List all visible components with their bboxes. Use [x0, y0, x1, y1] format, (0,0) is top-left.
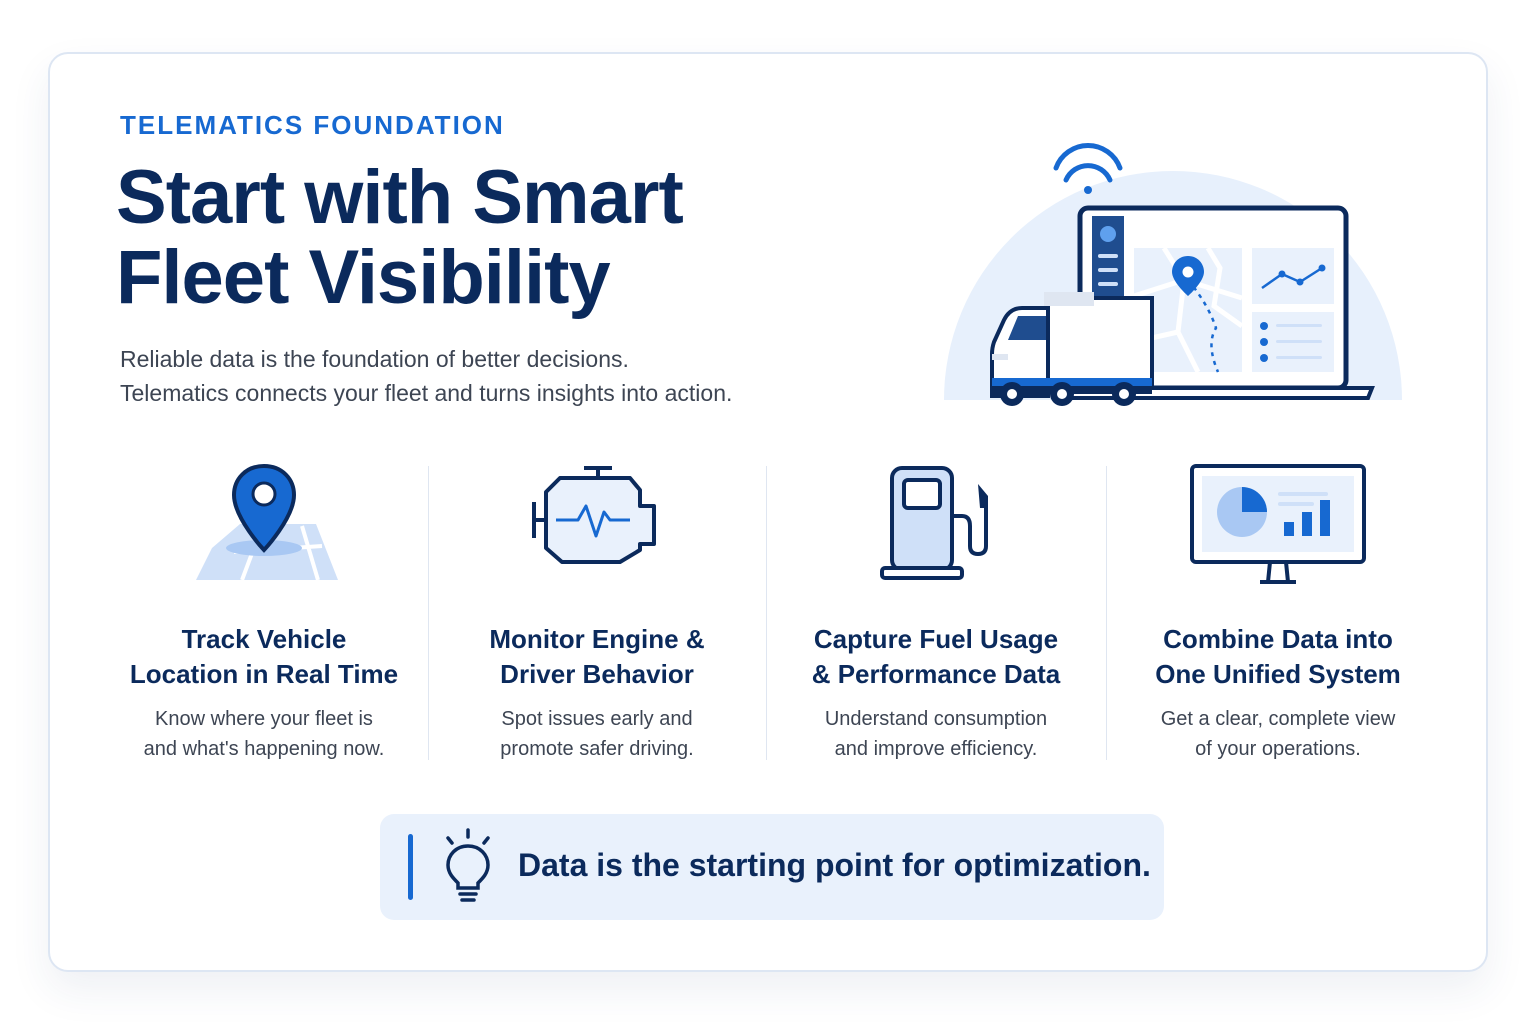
feature-heading: Combine Data into One Unified System	[1108, 622, 1448, 692]
page-title-line-2: Fleet Visibility	[116, 235, 611, 320]
page-title: Start with Smart Fleet Visibility	[116, 155, 684, 320]
hero-illustration	[944, 142, 1402, 406]
eyebrow-label: TELEMATICS FOUNDATION	[120, 110, 505, 140]
feature-description: Know where your fleet is and what's happ…	[102, 704, 426, 764]
feature-divider	[1106, 466, 1107, 760]
feature-heading-line-2: One Unified System	[1155, 659, 1401, 689]
feature-description: Get a clear, complete view of your opera…	[1108, 704, 1448, 764]
delivery-truck-icon	[990, 292, 1154, 406]
feature-description-line-1: Understand consumption	[824, 708, 1048, 730]
feature-divider	[766, 466, 767, 760]
fuel-pump-icon	[880, 466, 988, 580]
feature-description: Understand consumption and improve effic…	[768, 704, 1104, 764]
feature-heading-line-1: Combine Data into	[1163, 624, 1393, 654]
feature-heading-line-1: Capture Fuel Usage	[813, 624, 1059, 654]
monitor-analytics-icon	[1190, 464, 1366, 584]
feature-heading-line-2: Driver Behavior	[500, 659, 694, 689]
feature-unified-system: Combine Data into One Unified System Get…	[1108, 462, 1448, 762]
feature-heading-line-1: Monitor Engine &	[489, 624, 705, 654]
feature-description-line-1: Spot issues early and	[501, 708, 693, 730]
page-title-line-1: Start with Smart	[116, 155, 684, 240]
infographic-card: TELEMATICS FOUNDATION Start with Smart F…	[48, 52, 1488, 972]
intro-text: Reliable data is the foundation of bette…	[120, 342, 732, 410]
feature-description-line-1: Know where your fleet is	[155, 708, 373, 730]
intro-line-2: Telematics connects your fleet and turns…	[120, 380, 733, 406]
feature-heading: Track Vehicle Location in Real Time	[102, 622, 426, 692]
feature-description: Spot issues early and promote safer driv…	[430, 704, 764, 764]
tip-accent-bar	[408, 834, 413, 900]
feature-heading: Monitor Engine & Driver Behavior	[430, 622, 764, 692]
feature-heading-line-1: Track Vehicle	[181, 624, 347, 654]
feature-heading: Capture Fuel Usage & Performance Data	[768, 622, 1104, 692]
map-location-pin-icon	[196, 463, 338, 581]
wifi-signal-icon	[1053, 142, 1123, 194]
feature-description-line-2: and improve efficiency.	[834, 738, 1038, 760]
feature-description-line-1: Get a clear, complete view	[1160, 708, 1396, 730]
feature-heading-line-2: Location in Real Time	[129, 659, 399, 689]
tip-banner: Data is the starting point for optimizat…	[380, 814, 1164, 920]
lightbulb-icon	[446, 828, 490, 902]
tip-text: Data is the starting point for optimizat…	[518, 847, 1151, 883]
feature-heading-line-2: & Performance Data	[811, 659, 1061, 689]
engine-pulse-icon	[532, 466, 656, 564]
feature-description-line-2: promote safer driving.	[500, 738, 694, 760]
feature-engine-behavior: Monitor Engine & Driver Behavior Spot is…	[430, 462, 764, 762]
feature-divider	[428, 466, 429, 760]
feature-track-location: Track Vehicle Location in Real Time Know…	[102, 462, 426, 762]
map-pin-icon	[1172, 256, 1204, 296]
feature-description-line-2: of your operations.	[1195, 738, 1361, 760]
laptop-dashboard-icon	[1057, 205, 1375, 400]
feature-fuel-usage: Capture Fuel Usage & Performance Data Un…	[768, 462, 1104, 762]
features-row: Track Vehicle Location in Real Time Know…	[92, 462, 1448, 762]
intro-line-1: Reliable data is the foundation of bette…	[120, 346, 629, 372]
feature-description-line-2: and what's happening now.	[143, 738, 385, 760]
